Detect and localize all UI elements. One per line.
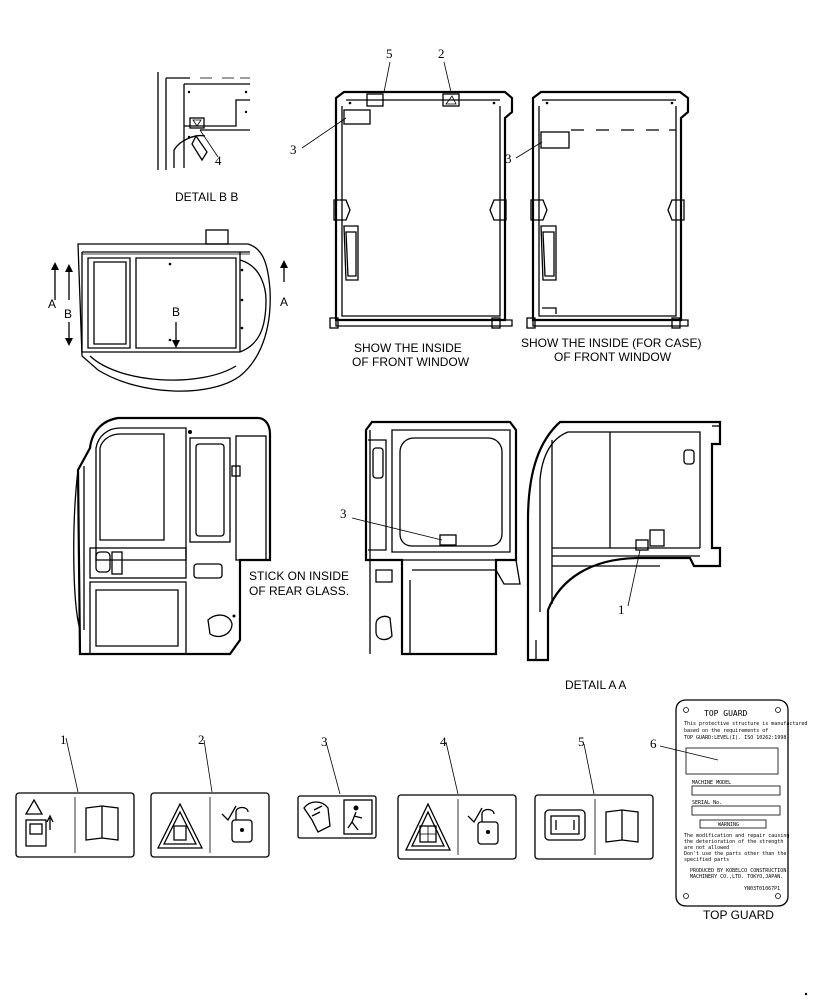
decal-5 [534, 794, 654, 860]
callout-3-front: 3 [290, 142, 297, 157]
caption-rear-glass-2: OF REAR GLASS. [249, 584, 349, 598]
callout-2-decal: 2 [198, 732, 205, 747]
front-window-case [526, 90, 690, 329]
leader-4-decal [445, 741, 459, 795]
leader-3-decal [325, 741, 341, 795]
section-a-left: A [48, 297, 56, 311]
caption-rear-glass-1: STICK ON INSIDE [249, 569, 349, 583]
callout-4-decal: 4 [440, 734, 447, 749]
top-guard-line3: TOP GUARD:LEVEL(I). ISO 10262:1998. [684, 735, 789, 741]
top-guard-note3: are not allowed [684, 845, 729, 851]
callout-4-detail-bb: 4 [215, 153, 222, 168]
callout-1-decal: 1 [60, 732, 67, 747]
caption-top-guard: TOP GUARD [703, 908, 774, 922]
callout-1-detail-aa: 1 [618, 602, 625, 617]
section-b-mid: B [172, 305, 180, 319]
decal-3 [297, 795, 377, 839]
top-guard-warning: WARNING [718, 822, 739, 828]
callout-3-case: 3 [505, 151, 512, 166]
leader-1-detail-aa [627, 549, 641, 607]
decal-2 [150, 792, 270, 858]
top-guard-plate-title: TOP GUARD [704, 709, 748, 718]
front-window-inside [329, 90, 514, 329]
detail-aa-drawing [526, 420, 722, 662]
caption-front-case-1: SHOW THE INSIDE (FOR CASE) [521, 336, 701, 350]
leader-5-decal [583, 743, 595, 795]
top-guard-maker1: PRODUCED BY KOBELCO CONSTRUCTION [690, 868, 786, 874]
top-guard-maker2: MACHINERY CO.,LTD. TOKYO,JAPAN. [690, 874, 783, 880]
callout-6-plate: 6 [650, 736, 657, 751]
top-guard-note4: Don't use the parts other than the [684, 851, 786, 857]
decal-4 [397, 794, 517, 860]
top-guard-note2: the deterioration of the strength [684, 839, 783, 845]
section-b-left: B [64, 307, 72, 321]
leader-2-front [443, 61, 452, 93]
caption-detail-bb: DETAIL B B [175, 190, 238, 204]
cab-top-view [77, 229, 271, 392]
callout-5-front: 5 [386, 46, 393, 61]
callout-2-front: 2 [438, 46, 445, 61]
leader-3-rear [351, 517, 443, 541]
decal-1 [15, 792, 135, 858]
cab-side-view [73, 416, 272, 656]
top-guard-note1: The modification and repair causing [684, 833, 789, 839]
callout-5-decal: 5 [578, 734, 585, 749]
top-guard-line2: based on the requirements of [684, 728, 768, 734]
leader-1-decal [65, 737, 79, 793]
caption-front-case-2: OF FRONT WINDOW [554, 350, 672, 364]
top-guard-code: YN03T01067P1 [744, 886, 780, 892]
caption-front-window-2: OF FRONT WINDOW [352, 355, 470, 369]
caption-front-window-1: SHOW THE INSIDE [354, 341, 462, 355]
leader-2-decal [203, 739, 213, 793]
callout-3-rear: 3 [340, 506, 347, 521]
leader-5-front [383, 61, 391, 93]
callout-3-decal: 3 [321, 734, 328, 749]
section-marks [51, 260, 288, 348]
cab-rear-view [364, 420, 521, 656]
section-a-right: A [280, 295, 288, 309]
caption-detail-aa: DETAIL A A [565, 678, 626, 692]
top-guard-serial-label: SERIAL No. [692, 800, 722, 806]
leader-6-plate [659, 745, 719, 761]
top-guard-note5: specified parts [684, 857, 729, 863]
leader-3-front [301, 117, 347, 149]
top-guard-plate [675, 699, 789, 907]
detail-bb-drawing [157, 72, 250, 170]
corner-dot [804, 992, 808, 996]
top-guard-model-label: MACHINE MODEL [692, 780, 731, 786]
leader-3-case [515, 141, 543, 159]
top-guard-line1: This protective structure is manufacture… [684, 721, 807, 727]
